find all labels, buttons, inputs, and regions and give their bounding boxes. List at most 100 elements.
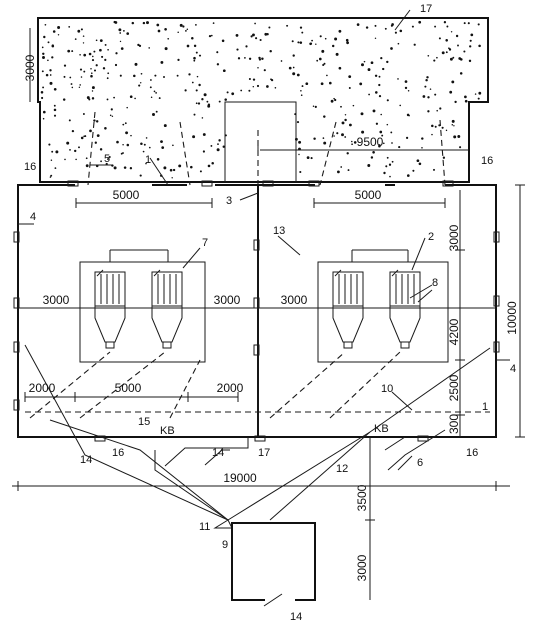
right-equipment-box [317, 249, 449, 363]
dim-3000-a: 3000 [43, 293, 70, 307]
stockpile-dot [418, 20, 422, 24]
stockpile-dot [119, 74, 122, 77]
stockpile-dots [40, 20, 482, 179]
dim-3000-c: 3000 [281, 293, 308, 307]
stockpile-dot [90, 68, 92, 70]
stockpile-dot [47, 41, 50, 44]
stockpile-dot [111, 115, 114, 118]
stockpile-dot [436, 109, 438, 112]
stockpile-dot [438, 37, 441, 40]
callout-2: 2 [428, 231, 434, 243]
stockpile-dot [264, 32, 268, 36]
stockpile-dot [338, 66, 342, 70]
building-9 [231, 522, 316, 607]
stockpile-dot [95, 39, 98, 42]
stockpile-dot [83, 70, 86, 73]
stockpile-dot [382, 67, 385, 71]
stockpile-dot [196, 75, 199, 78]
stockpile-dot [344, 114, 347, 116]
stockpile-dot [384, 27, 387, 30]
stockpile-dot [134, 97, 136, 100]
stockpile-dot [53, 87, 57, 91]
stockpile-dot [454, 100, 457, 104]
stockpile-dot [41, 96, 44, 100]
stockpile-dot [451, 80, 455, 84]
stockpile-dot [341, 121, 345, 125]
stockpile-dot [120, 47, 124, 50]
stockpile-dot [448, 48, 452, 51]
stockpile-dot [422, 95, 426, 98]
stockpile-dot [361, 130, 365, 134]
stockpile-dot [259, 38, 262, 42]
stockpile-dot [378, 144, 381, 147]
stockpile-dot [140, 142, 143, 145]
stockpile-dot [126, 143, 130, 147]
stockpile-dot [478, 44, 481, 48]
stockpile-dot [244, 57, 246, 59]
stockpile-dot [53, 108, 57, 112]
stockpile-dot [348, 75, 352, 78]
callout-12: 12 [336, 463, 348, 475]
stockpile-dot [370, 156, 374, 159]
stockpile-dot [82, 42, 85, 44]
stockpile-dot [367, 164, 371, 167]
callout-16-a: 16 [24, 161, 36, 173]
stockpile-dot [172, 168, 176, 172]
stockpile-dot [386, 123, 389, 126]
stockpile-dot [93, 119, 96, 122]
stockpile-dot [477, 97, 480, 100]
stockpile-dot [42, 86, 45, 89]
stockpile-dot [91, 86, 95, 90]
stockpile-dot [300, 90, 302, 92]
stockpile-dot [129, 95, 133, 99]
dim-300: 300 [447, 414, 461, 434]
stockpile-dot [266, 85, 269, 88]
stockpile-dot [411, 25, 414, 28]
stockpile-dot [248, 77, 251, 81]
stockpile-dot [123, 166, 127, 169]
dim-5000-left: 5000 [113, 188, 140, 202]
stockpile-dot [51, 44, 54, 47]
stockpile-dot [48, 143, 51, 146]
callout-9: 9 [222, 539, 228, 551]
stockpile-dot [421, 137, 424, 140]
dim-2000-left: 2000 [29, 381, 56, 395]
stockpile-dot [236, 48, 239, 51]
callout-1-right: 1 [482, 401, 488, 413]
stockpile-dot [108, 155, 111, 159]
stockpile-dot [463, 22, 466, 25]
stockpile-dot [88, 52, 92, 56]
stockpile-dot [119, 32, 122, 34]
stockpile-dot [322, 63, 325, 67]
stockpile-dot [418, 162, 422, 166]
stockpile-dot [360, 112, 364, 116]
stockpile-dot [250, 35, 253, 38]
stockpile-dot [378, 94, 382, 98]
stockpile-dot [198, 54, 202, 57]
stockpile-dot [79, 68, 83, 71]
stockpile-dot [171, 177, 173, 179]
stockpile-dot [255, 37, 258, 40]
stockpile-dot [153, 90, 156, 93]
stockpile-dot [316, 59, 319, 62]
dimension-lines [12, 28, 525, 600]
stockpile-dot [210, 144, 213, 147]
stockpile-dot [464, 95, 467, 99]
stockpile-dot [352, 104, 355, 107]
stockpile-dot [100, 160, 102, 163]
stockpile-dot [201, 98, 204, 101]
stockpile-dot [114, 21, 118, 24]
stockpile-dot [445, 129, 448, 132]
stockpile-dot [240, 89, 243, 92]
stockpile-dot [42, 110, 46, 114]
stockpile-dot [192, 135, 196, 139]
stockpile-dot [124, 122, 127, 125]
stockpile-dot [79, 84, 81, 86]
stockpile-dot [42, 117, 45, 120]
stockpile-dot [416, 159, 420, 163]
stockpile-dot [434, 125, 437, 128]
stockpile-dot [388, 163, 392, 166]
wall-columns [13, 180, 500, 442]
stockpile-dot [49, 69, 52, 72]
stockpile-dot [74, 38, 77, 40]
